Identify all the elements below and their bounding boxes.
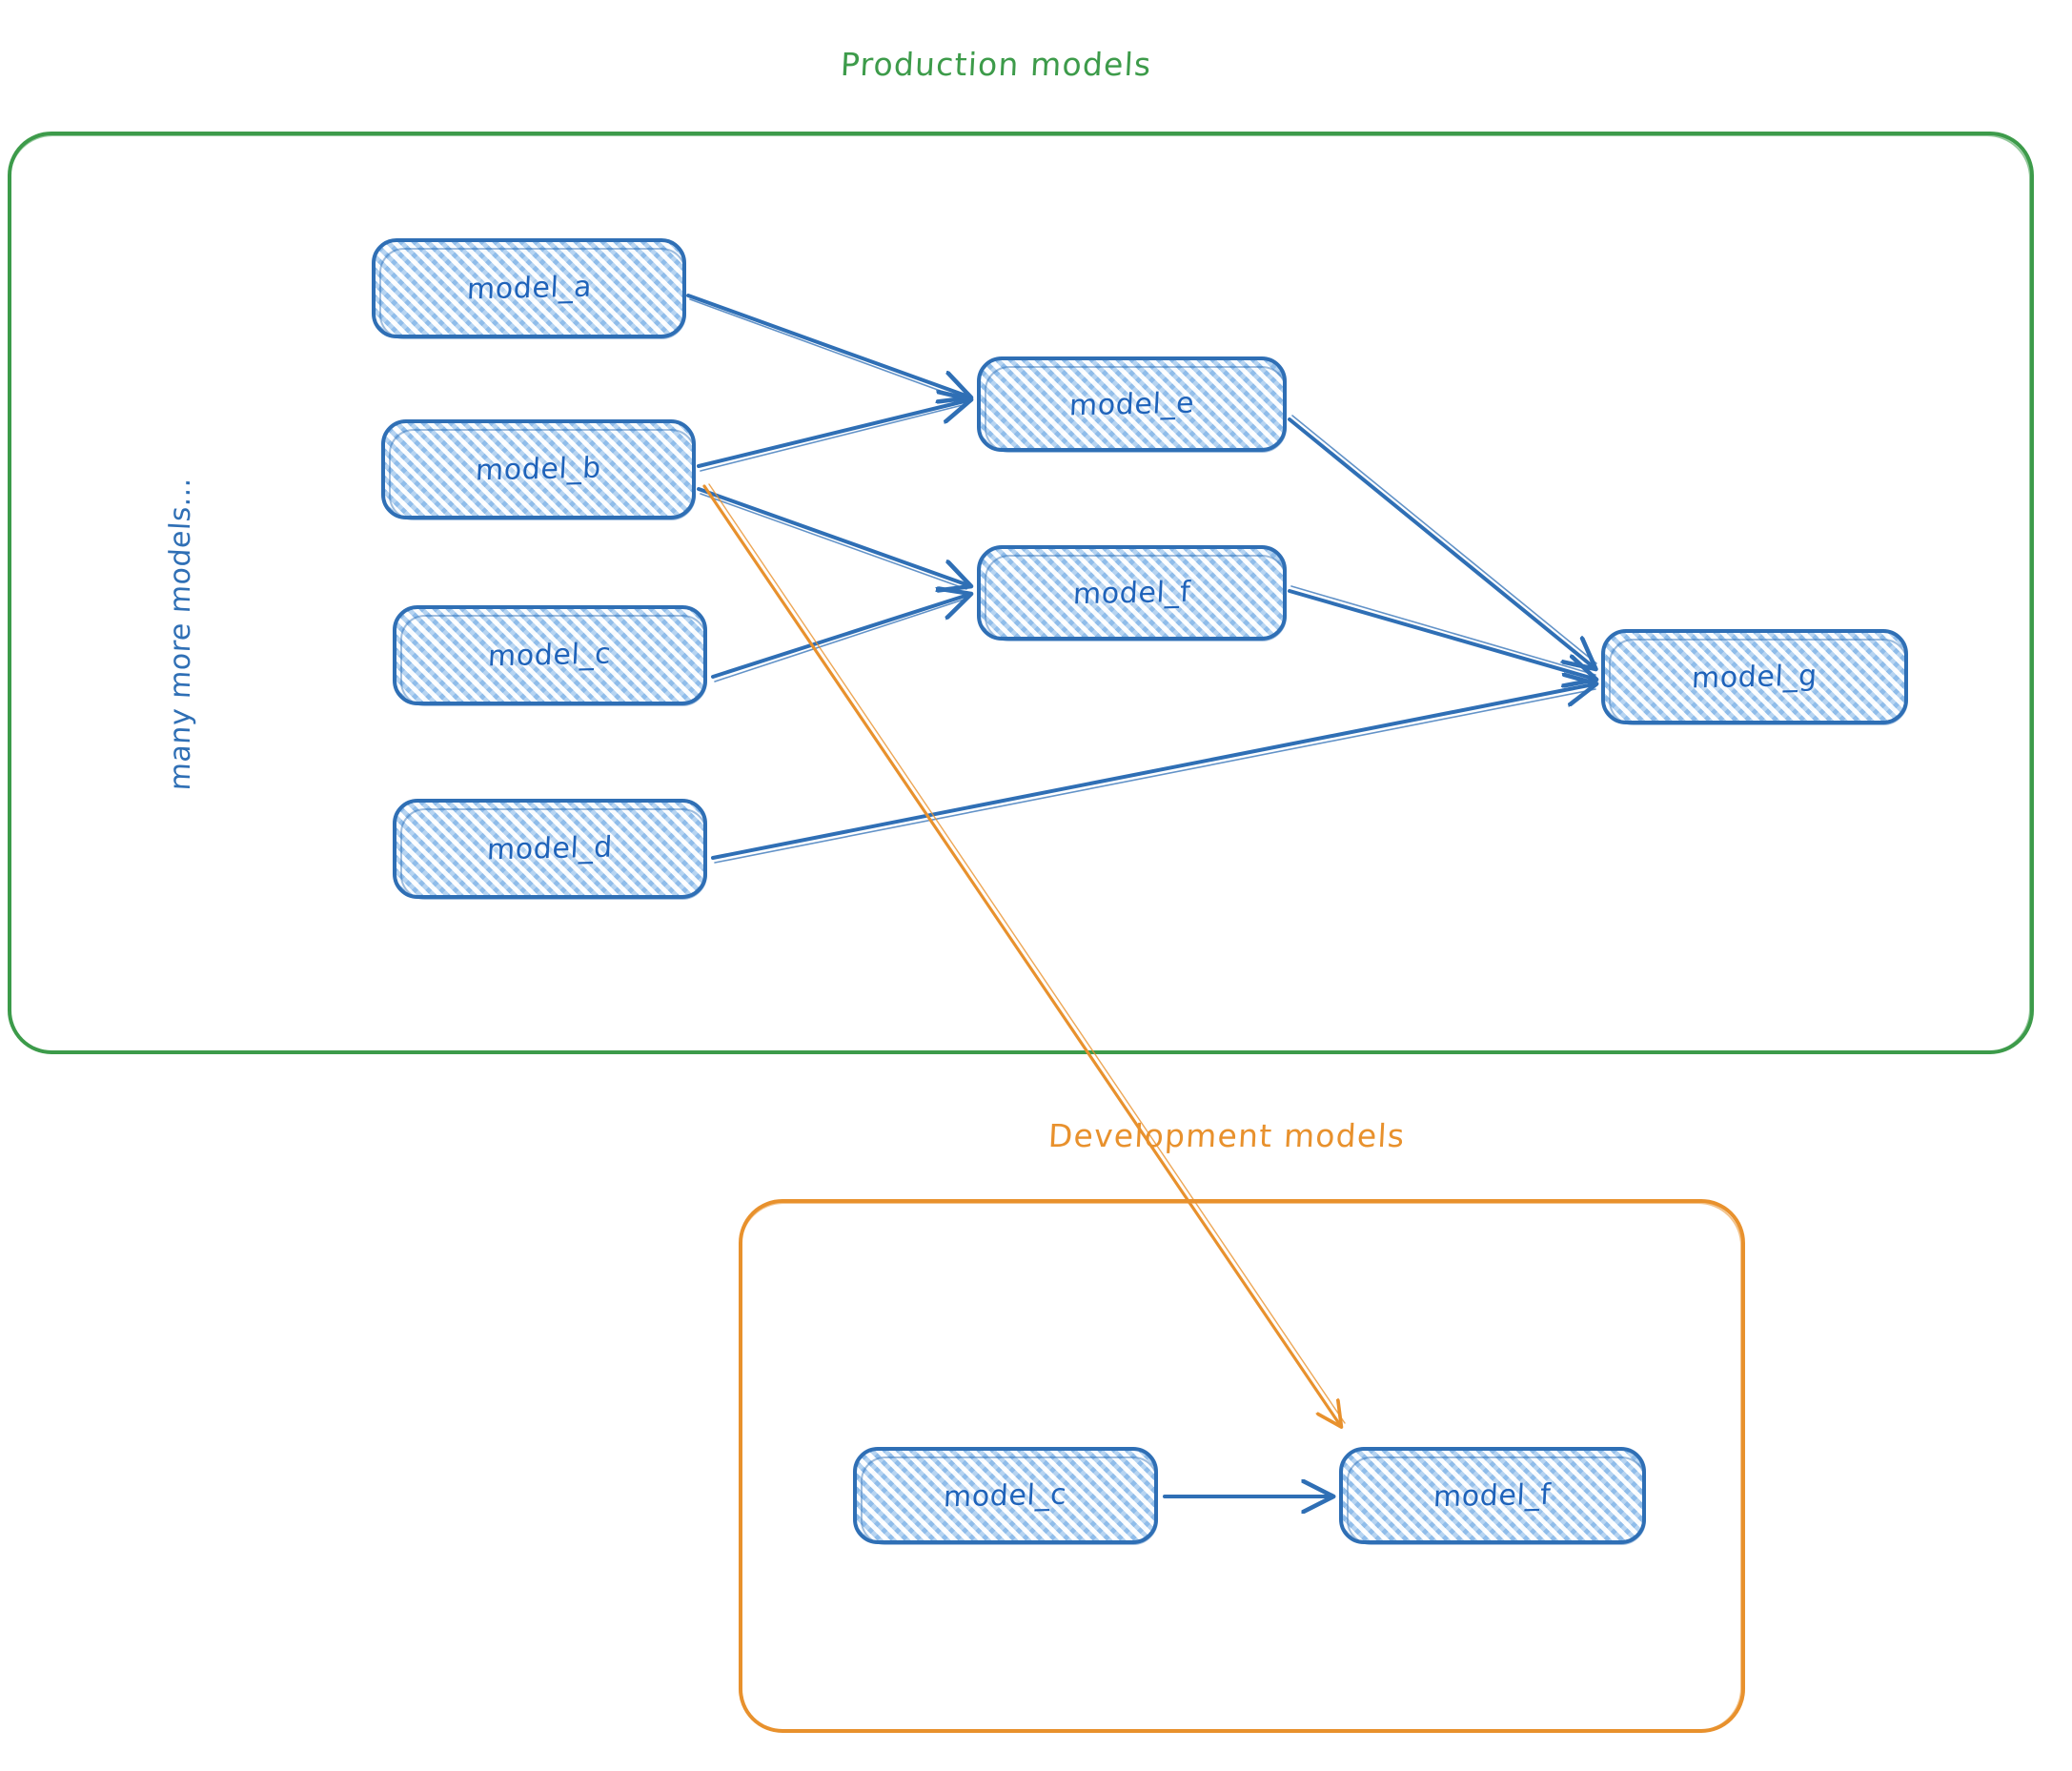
node-model-a[interactable]: model_a — [372, 238, 686, 339]
node-label: model_f — [1432, 1477, 1553, 1514]
node-label: model_c — [943, 1477, 1068, 1514]
node-model-f[interactable]: model_f — [977, 545, 1287, 641]
node-label: model_a — [465, 270, 593, 307]
node-model-d[interactable]: model_d — [393, 799, 707, 900]
node-label: model_e — [1068, 386, 1195, 422]
node-dev-model-c[interactable]: model_c — [853, 1447, 1158, 1545]
node-label: model_f — [1071, 575, 1192, 611]
node-label: model_b — [475, 451, 602, 488]
node-model-e[interactable]: model_e — [977, 356, 1287, 453]
production-group-title: Production models — [839, 46, 1153, 83]
development-group-title: Development models — [1046, 1117, 1407, 1154]
node-label: model_d — [486, 830, 614, 867]
node-model-b[interactable]: model_b — [381, 419, 696, 520]
node-model-g[interactable]: model_g — [1601, 629, 1908, 725]
node-label: model_g — [1691, 659, 1818, 695]
node-label: model_c — [487, 637, 613, 674]
many-more-models-label: many more models... — [164, 477, 197, 792]
node-dev-model-f[interactable]: model_f — [1339, 1447, 1646, 1545]
node-model-c[interactable]: model_c — [393, 605, 707, 706]
